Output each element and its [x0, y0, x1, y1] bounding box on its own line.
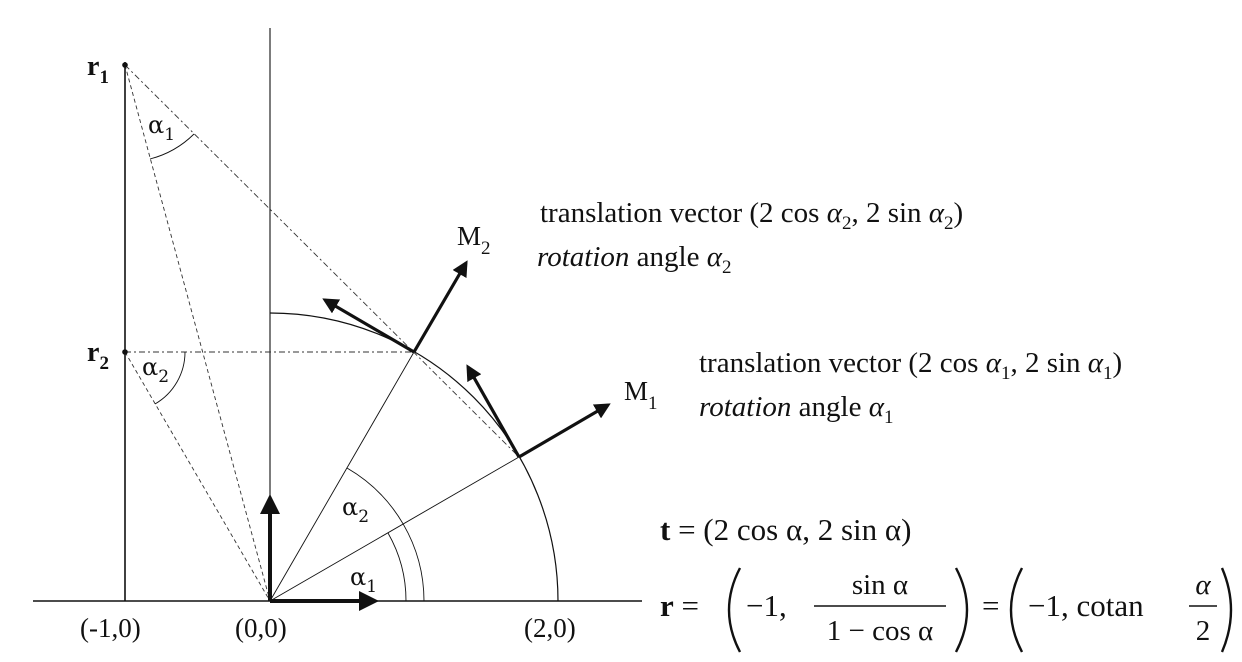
m2-normal-vector	[412, 260, 468, 353]
angle-arc-alpha1-center	[387, 532, 407, 602]
r1-to-m1-dashline	[124, 64, 520, 458]
tick-label-neg1: (-1,0)	[80, 613, 141, 643]
formula-r-lhs: r =	[660, 588, 699, 623]
r2-to-origin-dashline	[124, 351, 271, 602]
m1-tangent-vector	[466, 364, 521, 458]
tick-label-2: (2,0)	[524, 613, 576, 643]
alpha1-top-label: α1	[148, 111, 175, 145]
radius-alpha2	[269, 351, 415, 602]
paren-right-2	[1220, 567, 1233, 653]
r2-label: r2	[87, 337, 109, 374]
m2-translation-line: translation vector (2 cos α2, 2 sin α2)	[540, 197, 963, 234]
formula-r-eq2: =	[982, 588, 999, 623]
m2-tangent-vector	[322, 298, 415, 354]
unit-circle-arc	[269, 312, 559, 602]
m1-normal-vector	[518, 403, 611, 459]
tick-label-origin: (0,0)	[235, 613, 287, 643]
r2-point	[122, 349, 128, 355]
m2-rotation-line: rotation angle α2	[537, 241, 731, 278]
formula-r-frac2-den: 2	[1196, 615, 1211, 647]
formula-r: r = −1, sin α 1 − cos α = −1, cotan α 2	[660, 567, 1233, 653]
alpha2-center-label: α2	[342, 493, 369, 527]
paren-left-2	[1009, 567, 1024, 653]
angle-arc-alpha1-top	[149, 133, 195, 160]
formula-t: t = (2 cos α, 2 sin α)	[660, 512, 911, 547]
formula-r-frac-num: sin α	[852, 569, 908, 601]
m1-rotation-line: rotation angle α1	[699, 391, 893, 428]
alpha1-center-label: α1	[350, 563, 377, 597]
m2-label: M2	[457, 221, 491, 259]
radius-alpha1	[269, 456, 520, 602]
r1-label: r1	[87, 51, 109, 88]
paren-right-1	[954, 567, 969, 653]
formula-r-first: −1,	[746, 588, 787, 623]
alpha2-mid-label: α2	[142, 353, 169, 387]
angle-arc-alpha2-center	[346, 467, 425, 602]
m1-label: M1	[624, 376, 658, 414]
m1-translation-line: translation vector (2 cos α1, 2 sin α1)	[699, 347, 1122, 384]
r1-point	[122, 62, 128, 68]
formula-r-frac-den: 1 − cos α	[827, 615, 933, 647]
formula-r-frac2-num: α	[1195, 569, 1211, 601]
formula-r-second: −1, cotan	[1028, 588, 1144, 623]
angle-arc-alpha2-mid	[154, 351, 186, 405]
r1-to-origin-dashline	[124, 64, 271, 602]
paren-left-1	[727, 567, 742, 653]
